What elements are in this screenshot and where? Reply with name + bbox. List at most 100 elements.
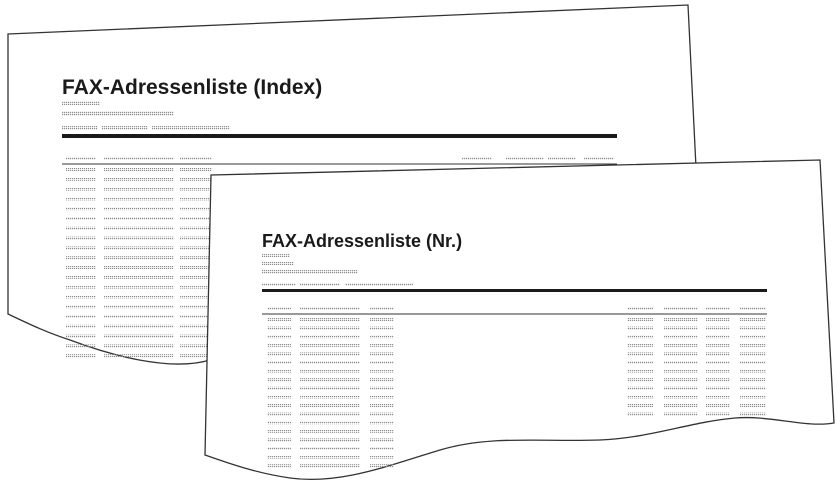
front-table-cell bbox=[370, 361, 394, 364]
front-table-cell bbox=[627, 361, 653, 364]
back-table-cell bbox=[180, 197, 212, 201]
back-table-header-cell bbox=[66, 157, 96, 160]
back-table-cell bbox=[66, 324, 96, 328]
back-table-cell bbox=[66, 168, 96, 171]
front-sheet-paper bbox=[204, 159, 835, 481]
back-table-cell bbox=[104, 246, 174, 250]
front-table-header-cell bbox=[370, 307, 394, 310]
front-table-cell bbox=[740, 386, 766, 390]
front-table-cell bbox=[300, 318, 360, 321]
front-table-cell bbox=[740, 326, 766, 330]
front-table-cell bbox=[740, 335, 766, 339]
front-table-cell bbox=[627, 404, 653, 407]
front-table-cell bbox=[267, 447, 291, 450]
front-table-cell bbox=[370, 352, 394, 356]
front-table-cell bbox=[627, 395, 653, 399]
front-table-cell bbox=[300, 343, 360, 347]
front-table-cell bbox=[300, 326, 360, 330]
front-table-header-cell bbox=[664, 307, 698, 310]
front-header-line bbox=[262, 262, 294, 265]
front-table-cell bbox=[370, 404, 394, 407]
back-table-cell bbox=[66, 256, 96, 260]
front-table-cell bbox=[370, 395, 394, 399]
back-table-cell bbox=[66, 305, 96, 309]
front-table-cell bbox=[627, 412, 653, 416]
back-table-cell bbox=[104, 344, 174, 348]
front-table-header-cell bbox=[627, 307, 653, 310]
front-table-cell bbox=[267, 412, 291, 416]
front-table-cell bbox=[706, 386, 730, 390]
front-table-cell bbox=[627, 343, 653, 347]
front-table-cell bbox=[740, 352, 766, 356]
back-table-header-cell bbox=[180, 157, 212, 160]
front-table-cell bbox=[706, 326, 730, 330]
back-table-cell bbox=[104, 177, 174, 181]
back-title-rule bbox=[62, 134, 617, 138]
front-table-cell bbox=[664, 318, 698, 321]
front-table-cell bbox=[740, 318, 766, 321]
front-table-cell bbox=[370, 455, 394, 459]
front-table-cell bbox=[627, 318, 653, 321]
front-table-cell bbox=[664, 343, 698, 347]
back-table-cell bbox=[104, 315, 174, 318]
back-table-cell bbox=[180, 354, 212, 358]
front-table-cell bbox=[267, 335, 291, 339]
front-table-cell bbox=[300, 361, 360, 364]
front-table-cell bbox=[267, 438, 291, 442]
back-table-cell bbox=[104, 275, 174, 279]
back-table-cell bbox=[66, 217, 96, 220]
front-table-cell bbox=[300, 404, 360, 407]
back-table-cell bbox=[180, 168, 212, 171]
front-table-cell bbox=[664, 395, 698, 399]
front-table-cell bbox=[627, 326, 653, 330]
back-table-header-cell bbox=[506, 157, 544, 160]
front-table-header-cell bbox=[740, 307, 766, 310]
front-table-cell bbox=[370, 369, 394, 373]
back-table-cell bbox=[66, 315, 96, 318]
back-table-cell bbox=[104, 168, 174, 171]
front-header-line bbox=[262, 283, 296, 286]
front-table-cell bbox=[370, 438, 394, 442]
front-table-cell bbox=[300, 447, 360, 450]
front-table-cell bbox=[706, 369, 730, 373]
back-table-header-cell bbox=[462, 157, 492, 160]
front-header-line bbox=[345, 283, 413, 286]
front-table-cell bbox=[706, 404, 730, 407]
back-table-cell bbox=[180, 217, 212, 220]
back-document-title: FAX-Adressenliste (Index) bbox=[62, 76, 322, 99]
front-table-cell bbox=[740, 404, 766, 407]
back-header-line bbox=[62, 111, 174, 116]
front-table-cell bbox=[267, 378, 291, 382]
back-table-cell bbox=[180, 315, 212, 318]
front-table-cell bbox=[627, 369, 653, 373]
front-table-cell bbox=[740, 395, 766, 399]
front-header-line bbox=[300, 283, 340, 286]
front-table-cell bbox=[664, 361, 698, 364]
front-table-cell bbox=[664, 369, 698, 373]
back-table-cell bbox=[104, 226, 174, 230]
back-table-cell bbox=[180, 236, 212, 240]
back-table-header-cell bbox=[104, 157, 174, 160]
front-table-cell bbox=[706, 318, 730, 321]
front-header-line bbox=[262, 254, 290, 257]
back-table-cell bbox=[104, 236, 174, 240]
back-table-cell bbox=[180, 305, 212, 309]
front-table-cell bbox=[706, 395, 730, 399]
front-table-cell bbox=[370, 386, 394, 390]
back-table-cell bbox=[104, 295, 174, 299]
front-table-cell bbox=[627, 378, 653, 382]
back-table-cell bbox=[180, 177, 212, 181]
front-table-cell bbox=[267, 326, 291, 330]
back-table-cell bbox=[180, 334, 212, 338]
back-table-cell bbox=[104, 285, 174, 289]
back-table-cell bbox=[180, 266, 212, 269]
front-table-cell bbox=[267, 429, 291, 433]
back-header-placeholders bbox=[62, 101, 230, 130]
front-document-sheet: FAX-Adressenliste (Nr.) bbox=[204, 159, 835, 481]
back-table-cell bbox=[66, 177, 96, 181]
front-title-rule bbox=[262, 289, 767, 292]
front-table-cell bbox=[370, 326, 394, 330]
front-table-cell bbox=[740, 369, 766, 373]
front-table-cell bbox=[267, 369, 291, 373]
